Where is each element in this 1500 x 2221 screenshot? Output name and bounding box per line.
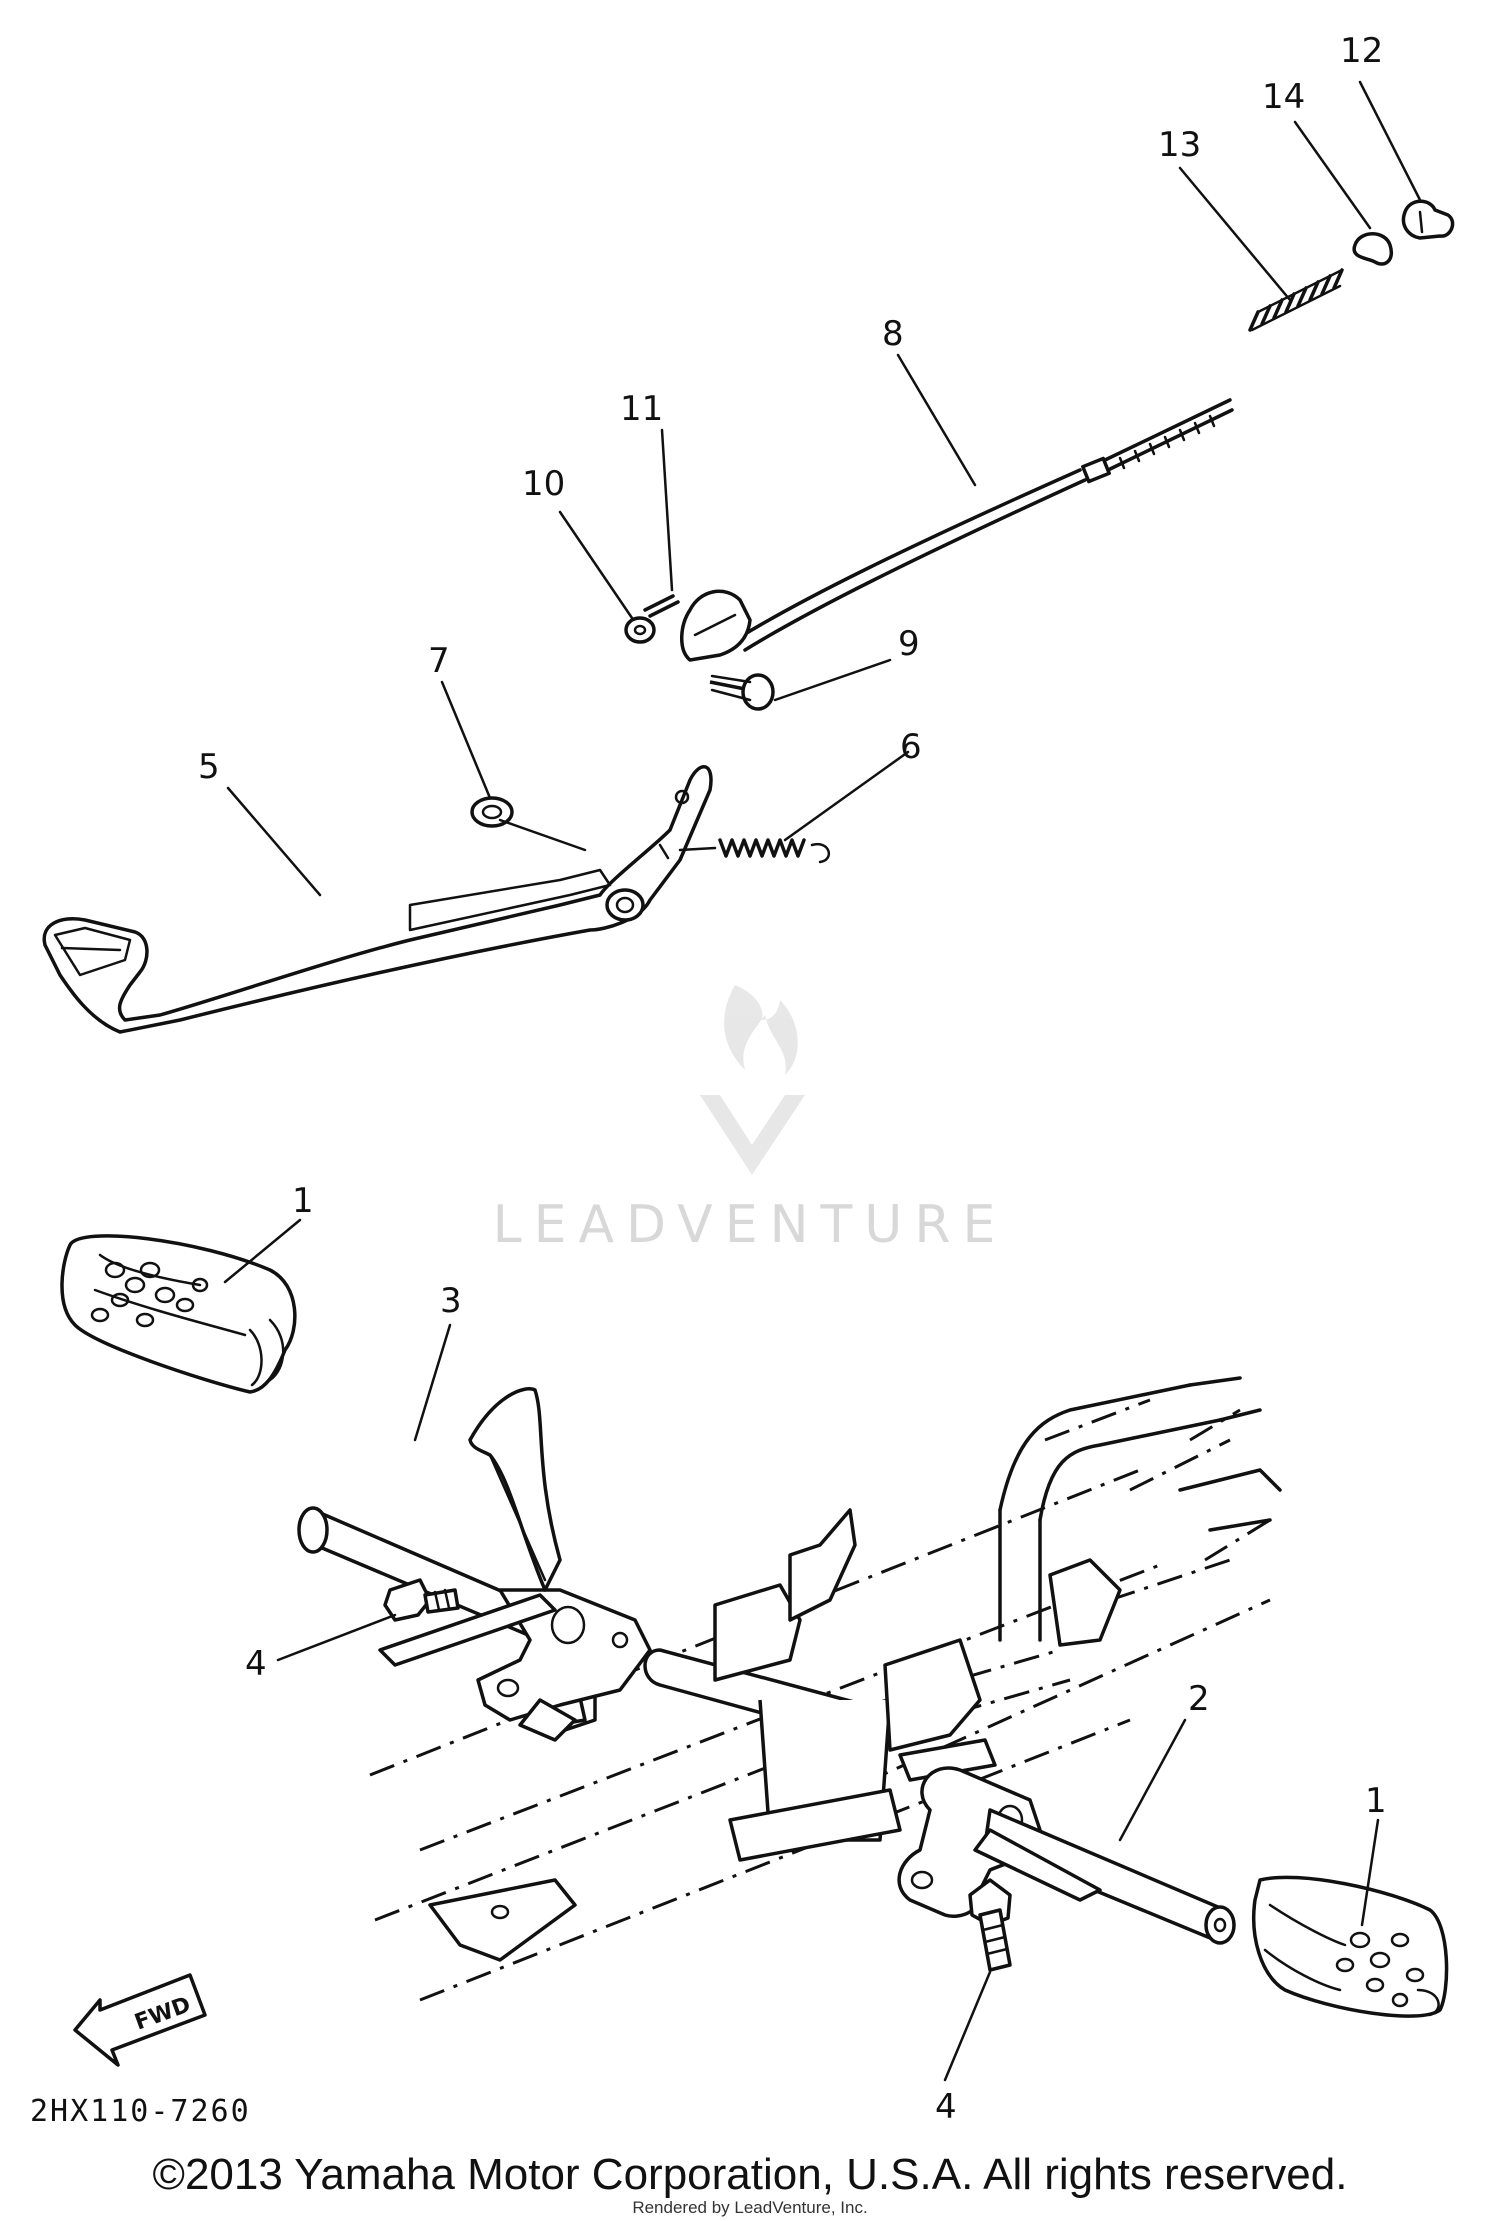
footrest-rubber-1-right: [1252, 1875, 1449, 2018]
callout-5: 5: [198, 747, 220, 787]
rod-joint-9: [680, 589, 775, 711]
footrest-rubber-1-left: [60, 1234, 297, 1394]
callout-1-left: 1: [292, 1181, 314, 1221]
callout-14: 14: [1262, 77, 1305, 117]
copyright-notice: ©2013 Yamaha Motor Corporation, U.S.A. A…: [152, 2150, 1348, 2199]
callout-labels: 12 14 13 8 11 10 9 7 6 5 1 3 4 2 1 4: [198, 31, 1387, 2127]
bolt-4-upper: [383, 1578, 460, 1622]
adjusting-nut-12: [1401, 199, 1455, 240]
callout-12: 12: [1340, 31, 1383, 71]
bolt-4-lower: [968, 1878, 1012, 1972]
callout-4-lower: 4: [935, 2087, 957, 2127]
footrest-bracket-3: [297, 1387, 652, 1742]
leader-lines: [223, 80, 1422, 2082]
callout-1-right: 1: [1365, 1781, 1387, 1821]
callout-4-upper: 4: [245, 1644, 267, 1684]
center-crossmember: [643, 1648, 1071, 1862]
callout-9: 9: [898, 624, 920, 664]
callout-11: 11: [620, 389, 663, 429]
cotter-pin-11: [643, 594, 680, 618]
brake-pedal: [42, 765, 713, 1034]
callout-2: 2: [1188, 1679, 1210, 1719]
footrest-bracket-2: [897, 1766, 1236, 1945]
washer-10: [624, 616, 656, 644]
diagram-code: 2HX110-7260: [30, 2094, 251, 2129]
pin-14: [1352, 232, 1393, 266]
watermark-logo: [700, 985, 805, 1175]
watermark-text: LEADVENTURE: [492, 1195, 1008, 1255]
callout-7: 7: [428, 641, 450, 681]
brake-rod-8: [733, 398, 1234, 652]
callout-10: 10: [522, 464, 565, 504]
callout-3: 3: [440, 1281, 462, 1321]
spring-6: [678, 838, 831, 864]
washer-7: [470, 796, 587, 852]
rendered-by-credit: Rendered by LeadVenture, Inc.: [632, 2198, 868, 2217]
fwd-arrow: FWD: [73, 1973, 207, 2067]
spring-13: [1248, 268, 1344, 332]
callout-8: 8: [882, 314, 904, 354]
callout-6: 6: [900, 727, 922, 767]
callout-13: 13: [1158, 125, 1201, 165]
